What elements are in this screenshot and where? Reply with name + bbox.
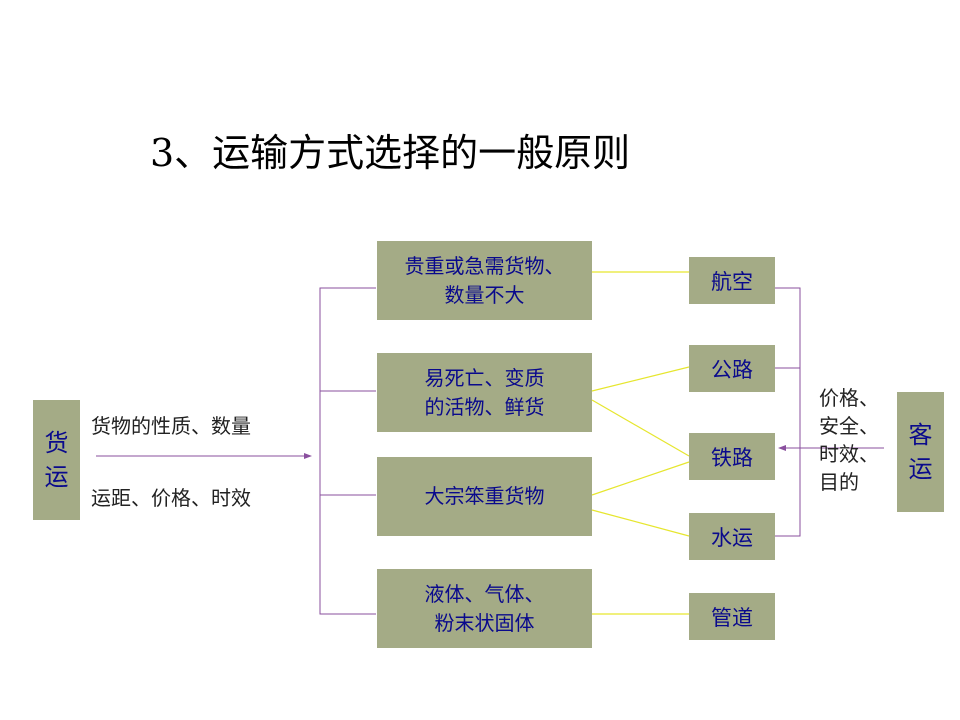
mode-rail: 铁路 bbox=[689, 433, 775, 480]
connector-cat3-rail bbox=[591, 461, 690, 496]
passenger-box: 客 运 bbox=[897, 392, 944, 512]
mode-road: 公路 bbox=[689, 345, 775, 392]
freight-arrowhead bbox=[304, 453, 312, 459]
freight-factor-2: 运距、价格、时效 bbox=[91, 486, 251, 510]
category-line: 大宗笨重货物 bbox=[424, 484, 545, 508]
category-line: 的活物、鲜货 bbox=[424, 394, 545, 419]
page-title: 3、运输方式选择的一般原则 bbox=[150, 131, 631, 175]
passenger-char-2: 运 bbox=[908, 455, 933, 483]
category-line: 数量不大 bbox=[444, 282, 525, 307]
freight-factor-1: 货物的性质、数量 bbox=[91, 414, 251, 438]
connector-cat2-rail bbox=[591, 399, 690, 457]
category-line: 贵重或急需货物、 bbox=[404, 253, 565, 278]
category-valuable-urgent: 贵重或急需货物、 数量不大 bbox=[377, 241, 592, 320]
category-line: 液体、气体、 bbox=[424, 581, 545, 606]
passenger-arrowhead bbox=[778, 445, 786, 451]
category-bulk-heavy: 大宗笨重货物 bbox=[377, 457, 592, 536]
freight-char-2: 运 bbox=[44, 463, 69, 491]
category-line: 易死亡、变质 bbox=[424, 365, 545, 390]
mode-air: 航空 bbox=[689, 257, 775, 304]
mode-water: 水运 bbox=[689, 513, 775, 560]
category-liquid-gas-powder: 液体、气体、 粉末状固体 bbox=[377, 569, 592, 648]
connector-cat3-water bbox=[591, 509, 690, 537]
freight-box: 货 运 bbox=[33, 400, 80, 520]
passenger-factor: 时效、 bbox=[819, 442, 879, 466]
mode-pipeline: 管道 bbox=[689, 593, 775, 640]
passenger-factors: 价格、 安全、 时效、 目的 bbox=[819, 384, 879, 496]
passenger-factor: 安全、 bbox=[819, 414, 879, 438]
category-line: 粉末状固体 bbox=[434, 610, 535, 635]
right-bracket bbox=[775, 287, 801, 537]
passenger-char-1: 客 bbox=[908, 421, 933, 449]
connector-cat2-road bbox=[591, 366, 690, 392]
category-perishable: 易死亡、变质 的活物、鲜货 bbox=[377, 353, 592, 432]
passenger-factor: 价格、 bbox=[819, 386, 879, 410]
passenger-factor: 目的 bbox=[819, 470, 859, 494]
freight-char-1: 货 bbox=[44, 429, 69, 457]
left-bracket bbox=[319, 287, 376, 615]
